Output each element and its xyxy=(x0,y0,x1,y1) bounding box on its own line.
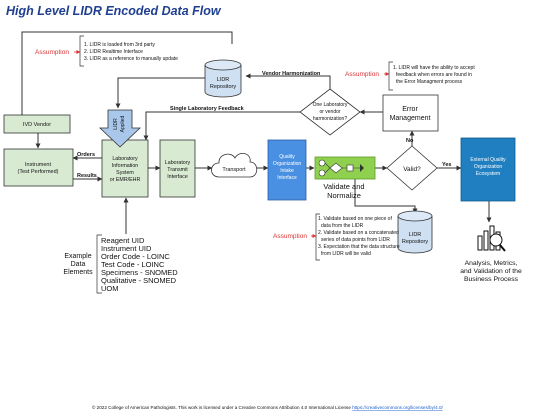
analysis-label-3: Business Process xyxy=(464,276,519,283)
transport-label: Transport xyxy=(222,167,246,173)
connector-ivd-to-top xyxy=(21,31,233,115)
analytics-chart-icon xyxy=(477,225,506,252)
assumption-top-label: Assumption xyxy=(35,49,69,56)
lab-transmit-label-2: Transmit xyxy=(167,167,188,173)
quality-intake-label-2: Organization xyxy=(273,161,302,167)
valid-decision-node[interactable]: Valid? xyxy=(386,145,438,191)
footer-text: © 2022 College of American Pathologists.… xyxy=(92,404,352,410)
example-item: Specimens - SNOMED xyxy=(101,268,178,277)
example-data-elements: Example Data Elements Reagent UID Instru… xyxy=(63,234,178,294)
lidr-repository-2-node[interactable]: LIDR Repository xyxy=(397,210,433,254)
assumption-bottom-5: 3. Expectation that the data structure xyxy=(318,244,400,250)
lidr-applied-label-2: Applied xyxy=(120,115,126,132)
footer-license-link[interactable]: https://creativecommons.org/licenses/by/… xyxy=(352,405,443,410)
lidr-repository-label-2: Repository xyxy=(210,84,237,90)
example-label-1: Example xyxy=(64,253,91,260)
lab-transmit-label-3: Interface xyxy=(167,174,188,180)
transport-node[interactable]: Transport xyxy=(211,152,258,178)
quality-intake-label-4: Interface xyxy=(277,175,297,181)
vendor-decision-node[interactable]: One Laboratory or vendor harmonization? xyxy=(299,88,361,136)
example-item: Test Code - LOINC xyxy=(101,260,165,269)
lab-transmit-node[interactable]: Laboratory Transmit Interface xyxy=(159,139,196,198)
connector-validate-to-repo2 xyxy=(354,178,418,214)
assumption-bottom-3: 2. Validate based on a concatenated xyxy=(318,230,399,236)
assumption-note-right: Assumption 1. LIDR will have the ability… xyxy=(345,61,475,91)
example-item: Instrument UID xyxy=(101,244,152,253)
instrument-label-1: Instrument xyxy=(25,162,51,168)
vendor-decision-label-2: or vendor xyxy=(319,109,340,115)
assumption-note-bottom: Assumption 1. Validate based on one piec… xyxy=(273,213,400,261)
lidr-repository-2-label-2: Repository xyxy=(402,239,429,245)
example-label-2: Data xyxy=(71,261,86,268)
footer-license: © 2022 College of American Pathologists.… xyxy=(92,404,444,410)
lidr-repository-2-label-1: LIDR xyxy=(409,232,422,238)
diagram-title: High Level LIDR Encoded Data Flow xyxy=(6,4,222,18)
results-label: Results xyxy=(77,173,97,179)
ecosystem-node[interactable]: External Quality Organization Ecosystem xyxy=(460,137,516,202)
error-management-node[interactable]: Error Management xyxy=(382,94,439,132)
example-item: Order Code - LOINC xyxy=(101,252,170,261)
ivd-vendor-node[interactable]: IVD Vendor xyxy=(3,114,71,134)
connector-repo-to-applied xyxy=(115,77,214,109)
orders-label: Orders xyxy=(77,152,95,158)
instrument-node[interactable]: Instrument (Test Performed) xyxy=(3,148,74,187)
validate-label-1: Validate and xyxy=(323,182,364,191)
ivd-vendor-label: IVD Vendor xyxy=(23,122,51,128)
assumption-bottom-4: series of data points from LIDR xyxy=(321,237,390,243)
connector-vendor-harmonization xyxy=(245,73,331,89)
vendor-harmonization-label: Vendor Harmonization xyxy=(262,71,321,77)
lis-label-2: Information xyxy=(112,163,139,169)
node-square-icon xyxy=(346,164,354,172)
vendor-decision-label-3: harmonization? xyxy=(313,116,347,122)
lis-node[interactable]: Laboratory Information System or EMR/EHR xyxy=(101,139,149,198)
yes-label: Yes xyxy=(442,162,451,168)
assumption-bottom-label: Assumption xyxy=(273,233,307,240)
assumption-top-3: 3. LIDR as a reference to manually updat… xyxy=(84,56,178,62)
node-circle-icon xyxy=(318,159,326,167)
lis-label-3: System xyxy=(116,170,134,176)
assumption-bottom-6: from LIDR will be valid xyxy=(321,251,371,257)
connectors xyxy=(21,31,492,234)
quality-intake-label-1: Quality xyxy=(279,154,295,160)
example-label-3: Elements xyxy=(63,269,93,276)
example-item: Reagent UID xyxy=(101,236,145,245)
assumption-right-1: 1. LIDR will have the ability to accept xyxy=(393,65,475,71)
example-item: UOM xyxy=(101,284,119,293)
assumption-top-2: 2. LIDR Realtime Interface xyxy=(84,49,143,55)
assumption-bottom-2: data from the LIDR xyxy=(321,223,364,229)
assumption-right-3: the Error Managment process xyxy=(396,79,463,85)
lidr-repository-node[interactable]: LIDR Repository xyxy=(204,59,242,98)
ecosystem-label-2: Organization xyxy=(474,164,503,170)
error-management-label-2: Management xyxy=(390,115,431,122)
lis-label-4: or EMR/EHR xyxy=(110,177,141,183)
connector-single-lab-feedback xyxy=(143,111,302,141)
lab-transmit-label-1: Laboratory xyxy=(165,160,191,166)
valid-decision-label: Valid? xyxy=(403,166,421,173)
analysis-label-1: Analysis, Metrics, xyxy=(465,260,518,267)
quality-intake-node[interactable]: Quality Organization Intake Interface xyxy=(267,139,307,201)
lis-label-1: Laboratory xyxy=(112,156,138,162)
lidr-repository-label-1: LIDR xyxy=(217,77,230,83)
quality-intake-label-3: Intake xyxy=(280,168,294,174)
analysis-label-2: and Validation of the xyxy=(460,268,522,275)
assumption-note-top: Assumption 1. LIDR is loaded from 3rd pa… xyxy=(35,35,178,67)
assumption-bottom-1: 1. Validate based on one piece of xyxy=(318,216,392,222)
validate-normalize-node[interactable]: Validate and Normalize xyxy=(314,156,376,200)
ecosystem-label-3: Ecosystem xyxy=(476,171,500,177)
example-item: Qualitative - SNOMED xyxy=(101,276,177,285)
single-lab-feedback-label: Single Laboratory Feedback xyxy=(170,106,245,112)
node-circle-icon xyxy=(318,169,326,177)
ecosystem-label-1: External Quality xyxy=(470,157,506,163)
assumption-top-1: 1. LIDR is loaded from 3rd party xyxy=(84,42,155,48)
vendor-decision-label-1: One Laboratory xyxy=(313,102,348,108)
no-label: No xyxy=(406,138,414,144)
lidr-applied-arrow: LIDR Applied xyxy=(98,109,142,148)
validate-label-2: Normalize xyxy=(327,191,361,200)
assumption-right-2: feedback when errors are found in xyxy=(396,72,472,78)
assumption-right-label: Assumption xyxy=(345,71,379,78)
lidr-applied-label-1: LIDR xyxy=(113,118,119,130)
instrument-label-2: (Test Performed) xyxy=(18,169,59,175)
error-management-label-1: Error xyxy=(402,106,418,113)
